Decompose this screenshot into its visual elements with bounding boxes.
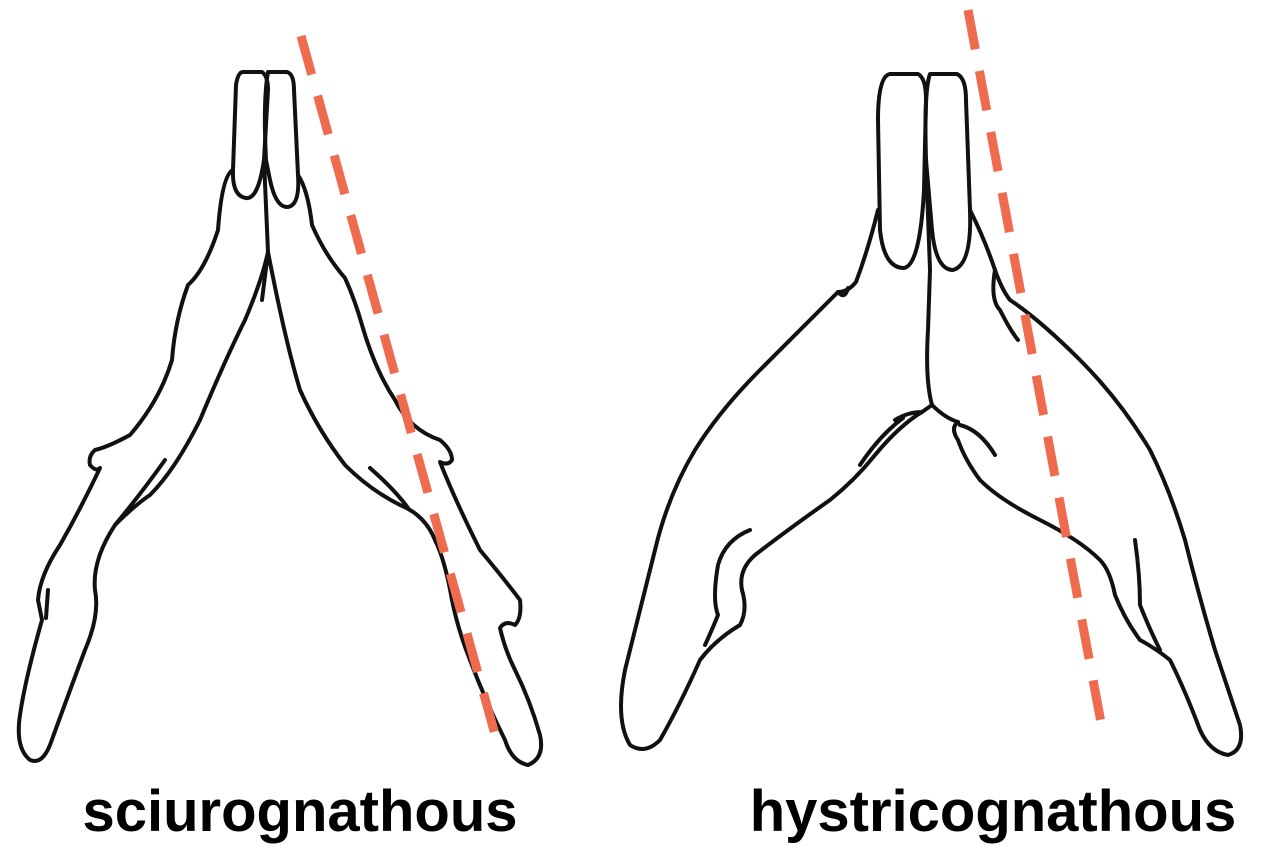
hystricognathous-right-inner-ridge: [960, 425, 995, 455]
sciurognathous-right-hemimandible: [268, 175, 541, 765]
hystricognathous-left-hemimandible: [621, 210, 922, 749]
hystricognathous-reference-line: [968, 10, 1102, 728]
hystricognathous-label: hystricognathous: [720, 778, 1266, 846]
sciurognathous-right-inner-ridge: [370, 468, 408, 508]
hystricognathous-right-angular-ridge: [1135, 540, 1160, 650]
sciurognathous-left-hemimandible: [19, 170, 268, 761]
sciurognathous-mandible: [19, 72, 541, 765]
sciurognathous-label: sciurognathous: [40, 778, 560, 846]
sciurognathous-left-angular-notch: [46, 590, 48, 618]
sciurognathous-symphysis: [262, 160, 268, 300]
sciurognathous-reference-line: [301, 36, 496, 738]
sciurognathous-right-incisor: [265, 72, 298, 207]
hystricognathous-left-inner-ridge: [860, 418, 903, 465]
hystricognathous-right-incisor: [926, 74, 971, 270]
sciurognathous-left-inner-ridge: [115, 460, 165, 525]
hystricognathous-symphysis-right: [932, 405, 958, 422]
hystricognathous-symphysis: [895, 160, 932, 420]
hystricognathous-mandible: [621, 74, 1241, 755]
hystricognathous-right-hemimandible: [954, 210, 1241, 755]
hystricognathous-left-incisor: [878, 74, 926, 268]
sciurognathous-left-incisor: [233, 72, 268, 198]
